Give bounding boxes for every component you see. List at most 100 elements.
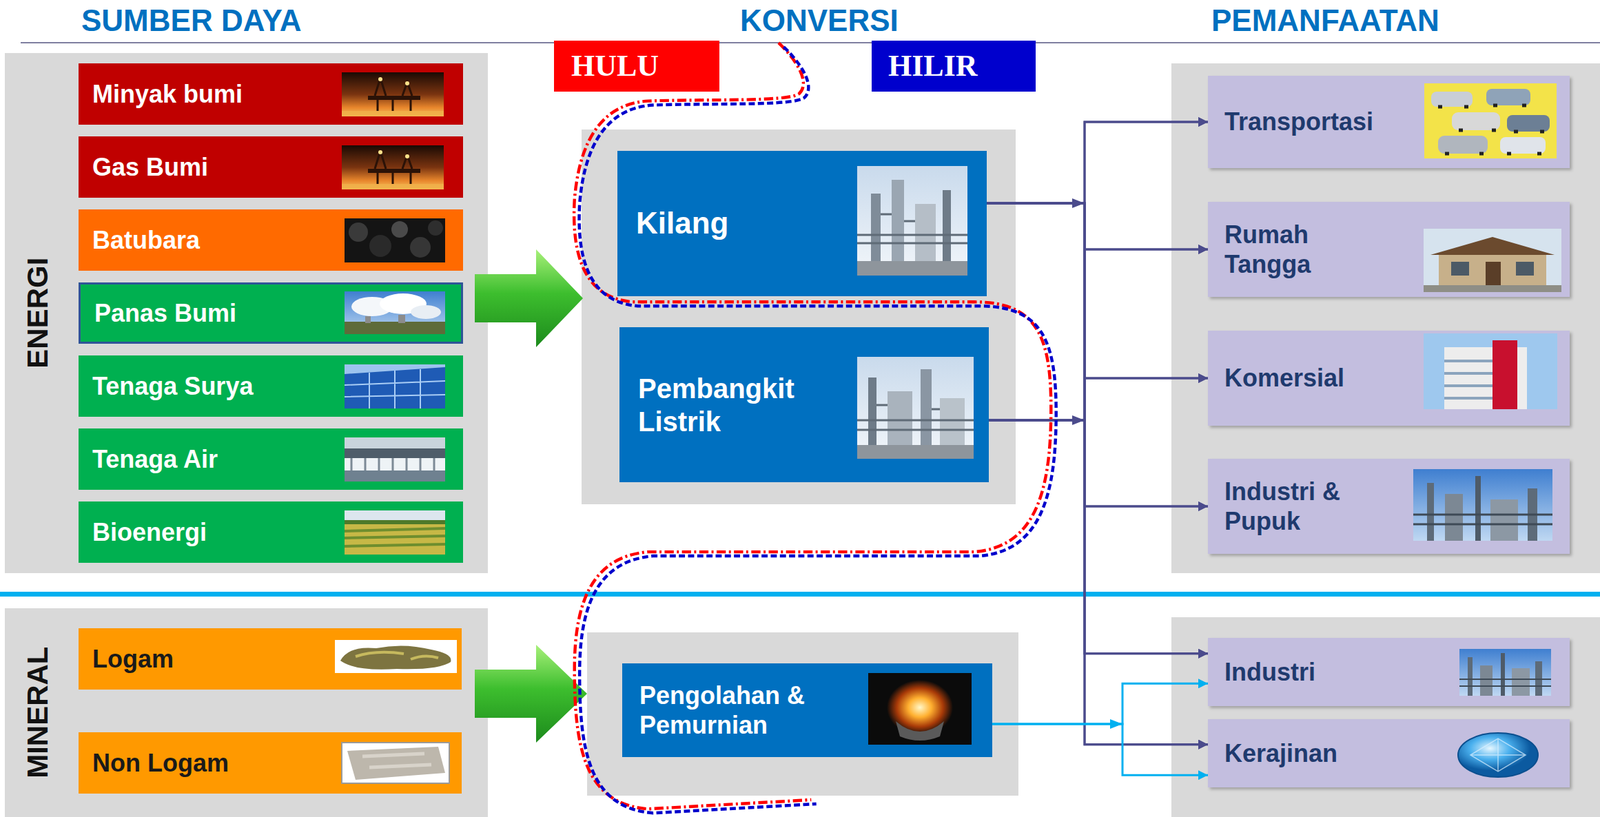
flow-connector — [986, 203, 1208, 654]
downstream-boundary-line — [579, 46, 1057, 814]
source-name: Batubara — [92, 225, 334, 255]
vent-stack — [398, 314, 406, 324]
roof — [1430, 237, 1555, 255]
car — [1431, 91, 1473, 107]
mineral-source-box: Non Logam — [78, 732, 462, 794]
rig-light — [378, 77, 383, 82]
flow-connector — [988, 249, 1208, 421]
conversion-box: Pembangkit Listrik — [619, 327, 989, 483]
industrial-plant-photo — [1413, 469, 1553, 541]
box-text-area: Logam — [92, 628, 327, 690]
photo-backdrop — [1424, 83, 1557, 159]
coal-lump — [427, 220, 444, 236]
office-building-photo — [1423, 333, 1558, 410]
photo-backdrop — [334, 640, 457, 674]
photo-backdrop — [341, 742, 450, 784]
flow-connector — [986, 203, 1208, 379]
industrial-plant-photo — [1459, 649, 1552, 696]
panel-title-strip: ENERGI — [4, 53, 73, 574]
house-wall — [1438, 254, 1547, 286]
source-name: Minyak bumi — [92, 79, 334, 109]
energy-source-box: Tenaga Air — [78, 428, 464, 490]
stone-grain — [362, 753, 432, 768]
upstream-label: HULU — [571, 48, 713, 85]
cars-photo — [1424, 83, 1557, 159]
box-text-area: Tenaga Surya — [92, 355, 334, 417]
mineral-group-panel: LogamNon Logam MINERAL — [4, 608, 488, 817]
energy-source-box: Batubara — [78, 209, 464, 271]
plant-unit — [1444, 494, 1463, 541]
pipework — [857, 405, 974, 430]
bus-arrowhead — [1110, 719, 1123, 730]
flow-connector — [986, 203, 1208, 507]
building — [1444, 347, 1527, 410]
box-text-area: Transportasi — [1224, 75, 1411, 169]
end-use-box: Industri — [1207, 638, 1570, 707]
flow-connector — [986, 203, 1208, 745]
flow-connector — [986, 121, 1208, 204]
box-text-area: Pengolahan & Pemurnian — [639, 663, 854, 758]
upstream-tag: HULU — [554, 40, 720, 92]
photo-backdrop — [344, 364, 446, 409]
rig-light — [378, 150, 383, 155]
photo-backdrop — [344, 510, 446, 525]
photo-backdrop — [1423, 228, 1562, 293]
box-text-area: Panas Bumi — [94, 284, 336, 342]
box-text-area: Industri & Pupuk — [1224, 458, 1363, 555]
photo-backdrop — [1459, 649, 1552, 696]
box-text-area: Industri — [1224, 638, 1432, 707]
box-text-area: Kerajinan — [1224, 719, 1432, 788]
end-use-name: Komersial — [1224, 363, 1411, 393]
flow-connector — [988, 378, 1208, 421]
plant-unit — [1480, 665, 1493, 696]
photo-backdrop — [344, 291, 446, 335]
rig-frame — [374, 77, 413, 111]
field — [344, 522, 446, 555]
wheels — [1438, 105, 1545, 154]
crucible — [895, 721, 945, 741]
car — [1506, 115, 1550, 132]
plant-unit — [939, 398, 965, 446]
box-text-area: HULU — [571, 40, 713, 92]
photo-backdrop — [344, 218, 446, 263]
gemstone — [1458, 733, 1538, 778]
stack — [868, 377, 877, 446]
plant-unit — [1490, 499, 1519, 541]
rig-light — [405, 154, 410, 159]
column-heading-holder: PEMANFAATAN — [1211, 2, 1440, 40]
photo-backdrop — [341, 145, 444, 190]
oil-rig-photo — [341, 72, 444, 117]
box-text-area: HILIR — [888, 40, 1030, 92]
flow-connector — [988, 420, 1208, 654]
rig-deck — [367, 168, 421, 173]
end-use-name: Industri & Pupuk — [1224, 476, 1363, 537]
spillway-water — [344, 458, 446, 471]
dam-photo — [344, 437, 446, 482]
stack — [1535, 661, 1543, 696]
panel-title-strip: MINERAL — [4, 608, 73, 817]
end-use-box: Rumah Tangga — [1207, 201, 1570, 297]
stack — [1427, 483, 1434, 541]
ore-vein — [355, 652, 439, 660]
source-name: Gas Bumi — [92, 152, 334, 182]
coal-photo — [344, 218, 446, 263]
house-photo — [1423, 228, 1562, 293]
column-heading-holder: SUMBER DAYA — [81, 2, 302, 40]
dam-piers — [351, 458, 435, 471]
box-text-area: Bioenergi — [92, 501, 334, 563]
end-use-name: Industri — [1224, 657, 1432, 687]
source-name: Tenaga Air — [92, 444, 334, 475]
steam-cloud — [410, 305, 441, 320]
flow-connector — [988, 121, 1208, 421]
photo-backdrop — [341, 72, 444, 117]
box-text-area: Non Logam — [92, 732, 327, 794]
gem-facets — [1470, 738, 1526, 772]
column-tower — [920, 369, 932, 446]
upstream-boundary-line — [573, 42, 1051, 809]
column-tower — [870, 193, 881, 263]
conversion-name: Pembangkit Listrik — [638, 372, 849, 439]
sea-reflection — [341, 110, 444, 117]
bus-arrowhead — [1072, 198, 1085, 209]
box-text-area: Minyak bumi — [92, 63, 334, 125]
door — [1485, 261, 1501, 286]
